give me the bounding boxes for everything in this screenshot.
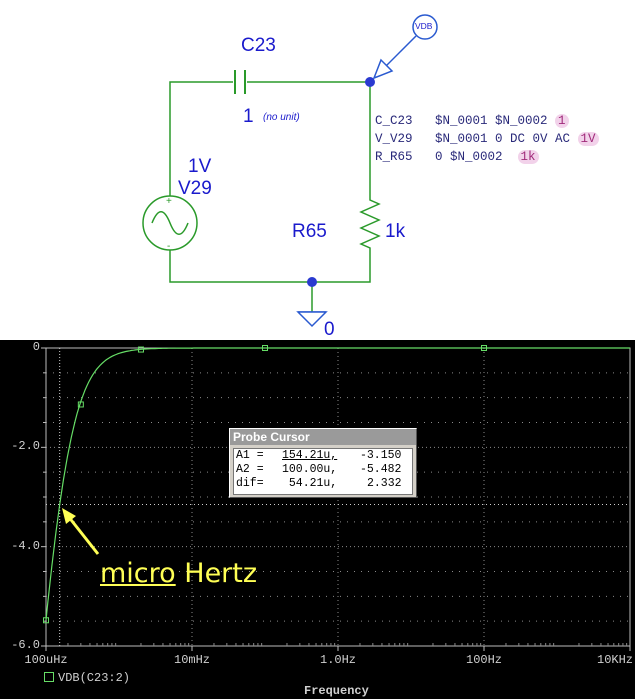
vdb-probe-marker[interactable] <box>372 14 438 80</box>
capacitor-ref[interactable]: C23 <box>241 35 276 56</box>
annotation-arrow <box>66 515 100 555</box>
schematic-canvas[interactable]: + - VDB C23 1 (no unit) 1V V29 R65 1k 0 … <box>0 0 635 340</box>
plot-area[interactable] <box>0 340 635 699</box>
netlist-value-2: 1V <box>577 132 599 146</box>
wire-top-right[interactable] <box>247 81 371 196</box>
cursor-x-value: 100.00u, <box>282 463 338 476</box>
cursor-x-value: 54.21u, <box>282 477 338 490</box>
resistor-ref[interactable]: R65 <box>292 221 327 242</box>
netlist-value-1: 1 <box>555 114 569 128</box>
svg-text:-: - <box>167 241 170 252</box>
capacitor-unit-note: (no unit) <box>263 112 300 123</box>
annotation-arrowhead <box>62 508 76 524</box>
cursor-row-a1: A1 = 154.21u, -3.150 <box>234 449 412 463</box>
schematic-drawing: + - <box>142 14 438 328</box>
y-tick-label: -4.0 <box>11 538 40 553</box>
x-tick-label: 100uHz <box>24 653 68 667</box>
trace-point-marker <box>137 346 144 353</box>
trace-point-marker <box>77 401 84 408</box>
x-tick-label: 10KHz <box>597 653 634 667</box>
probe-cursor-dialog[interactable]: Probe Cursor A1 = 154.21u, -3.150 A2 = 1… <box>229 428 417 498</box>
resistor-value[interactable]: 1k <box>385 221 406 242</box>
trace-marker-icon <box>44 672 54 682</box>
x-tick-label: 100Hz <box>466 653 503 667</box>
capacitor-value[interactable]: 1 <box>243 106 254 127</box>
cursor-row-dif: dif= 54.21u, 2.332 <box>234 477 412 491</box>
wire-top-left[interactable] <box>169 81 233 148</box>
source-ref[interactable]: V29 <box>178 178 212 199</box>
trace-point-marker <box>43 617 49 624</box>
netlist-line-1: C_C23 $N_0001 $N_0002 1 <box>375 114 569 128</box>
resistor-symbol[interactable] <box>359 196 381 250</box>
ac-source-symbol[interactable]: + - <box>142 148 198 252</box>
probe-label: VDB <box>415 21 433 31</box>
x-tick-label: 1.0Hz <box>320 653 357 667</box>
junction-dot-top <box>365 77 375 87</box>
cursor-row-a2: A2 = 100.00u, -5.482 <box>234 463 412 477</box>
y-tick-label: 0 <box>32 340 40 354</box>
x-tick-label: 10mHz <box>174 653 211 667</box>
source-value[interactable]: 1V <box>188 156 212 177</box>
probe-cursor-title[interactable]: Probe Cursor <box>230 429 416 445</box>
netlist-line-2: V_V29 $N_0001 0 DC 0V AC 1V <box>375 132 599 146</box>
probe-plot-window[interactable]: 0 -2.0 -4.0 -6.0 100uHz 10mHz 1.0Hz 100Hz 10KHz… <box>0 340 635 699</box>
netlist-value-3: 1k <box>517 150 539 164</box>
junction-dot-bottom <box>307 277 317 287</box>
trace-point-marker <box>481 345 487 351</box>
svg-text:+: + <box>166 196 172 207</box>
netlist-line-3: R_R65 0 $N_0002 1k <box>375 150 539 164</box>
cursor-y-value: 2.332 <box>367 477 402 490</box>
capacitor-symbol[interactable] <box>234 70 246 94</box>
cursor-y-value: -3.150 <box>360 449 402 462</box>
ground-label: 0 <box>324 319 335 340</box>
wire-bottom[interactable] <box>169 250 371 283</box>
cursor-y-value: -5.482 <box>360 463 402 476</box>
y-tick-label: -6.0 <box>11 638 40 652</box>
trace-legend-label[interactable]: VDB(C23:2) <box>58 671 131 685</box>
trace-point-marker <box>262 345 268 351</box>
ground-symbol[interactable] <box>296 311 328 328</box>
micro-hertz-annotation: micro Hertz <box>100 558 258 589</box>
probe-cursor-table: A1 = 154.21u, -3.150 A2 = 100.00u, -5.48… <box>233 448 413 495</box>
x-axis-title: Frequency <box>304 684 369 698</box>
cursor-label: dif= <box>236 477 264 490</box>
trace-legend[interactable]: VDB(C23:2) <box>44 671 130 685</box>
cursor-label: A2 = <box>236 463 264 476</box>
y-tick-label: -2.0 <box>11 439 40 454</box>
cursor-x-value: 154.21u, <box>282 449 338 462</box>
cursor-label: A1 = <box>236 449 264 462</box>
